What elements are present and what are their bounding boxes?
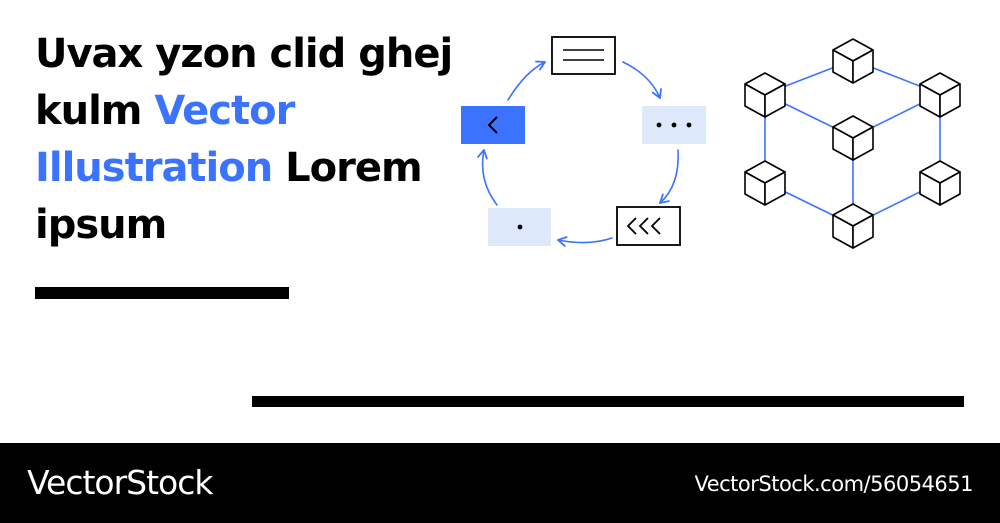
chevron-left-icon	[461, 106, 525, 144]
footer-bar: VectorStock VectorStock.com/56054651	[0, 443, 1000, 523]
ellipsis-icon	[642, 106, 706, 144]
decorative-bar-bottom	[252, 396, 964, 407]
brand-logo[interactable]: VectorStock	[27, 463, 213, 502]
dot-icon	[488, 208, 551, 246]
cycle-arrow-1	[622, 61, 662, 99]
cube-network-icon	[744, 38, 961, 249]
decorative-bar-top	[35, 287, 289, 299]
cycle-diagram	[461, 36, 706, 247]
headline-text-2: Lorem ipsum	[35, 145, 423, 248]
triple-chevron-left-icon	[616, 206, 681, 246]
headline: Uvax yzon clid ghej kulm Vector Illustra…	[35, 26, 455, 254]
cycle-arrow-2	[659, 149, 679, 204]
cycle-arrow-5	[507, 60, 546, 101]
image-id: VectorStock.com/56054651	[694, 472, 973, 496]
cycle-arrow-3	[557, 236, 613, 247]
headline-accent: Vector Illustration	[35, 88, 295, 191]
document-icon	[551, 36, 616, 75]
headline-text-1: Uvax yzon clid ghej kulm	[35, 31, 453, 134]
cycle-arrow-4	[477, 149, 498, 206]
